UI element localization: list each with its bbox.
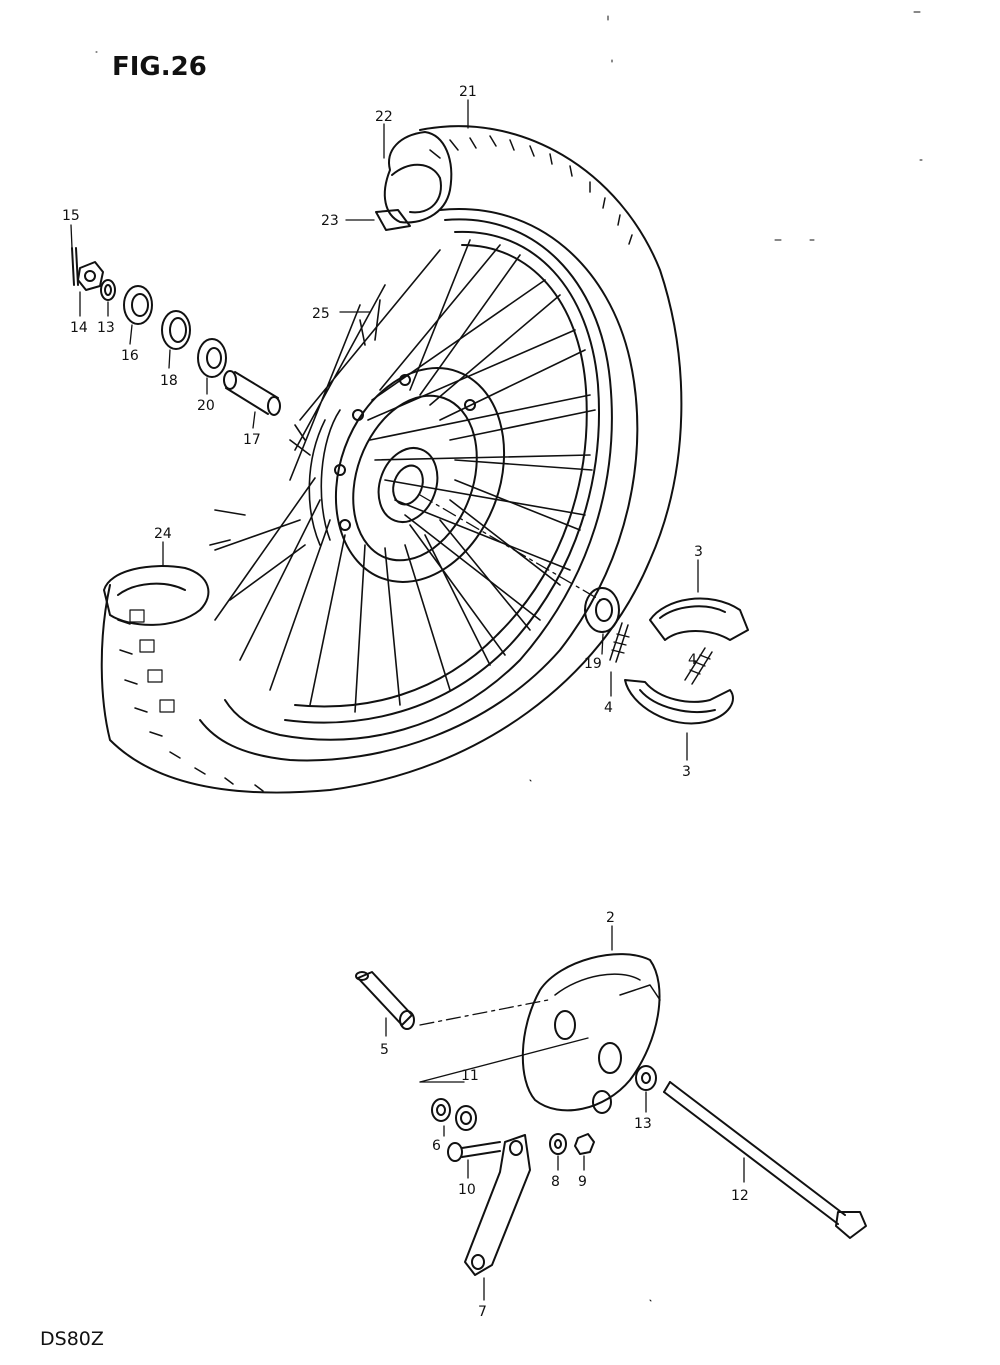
figure-title: FIG.26 <box>112 52 207 82</box>
scan-specks <box>95 11 923 1302</box>
callout-20: 20 <box>197 398 215 414</box>
spring-4a <box>609 622 630 663</box>
callout-18: 18 <box>160 373 178 389</box>
brake-cam-lever <box>464 1134 531 1276</box>
callout-16: 16 <box>121 348 139 364</box>
axle-nut <box>77 261 104 291</box>
oil-seal-18 <box>161 310 191 350</box>
bearing-20 <box>197 338 227 378</box>
nut-9 <box>574 1133 595 1155</box>
callout-25: 25 <box>312 306 330 322</box>
callout-10: 10 <box>458 1182 476 1198</box>
callout-2: 2 <box>606 910 615 926</box>
callout-8: 8 <box>551 1174 560 1190</box>
callout-6: 6 <box>432 1138 441 1154</box>
front-axle <box>663 1081 867 1239</box>
washer-13b <box>635 1065 657 1091</box>
bearing-19 <box>584 587 620 633</box>
callout-17: 17 <box>243 432 261 448</box>
spacer-16 <box>123 285 153 325</box>
callout-7: 7 <box>478 1304 487 1320</box>
callout-3a: 3 <box>694 544 703 560</box>
callout-22: 22 <box>375 109 393 125</box>
washer-11 <box>455 1105 477 1131</box>
callout-labels: 21 22 23 15 14 13 16 18 20 17 25 24 3 19… <box>62 84 749 1320</box>
callout-23: 23 <box>321 213 339 229</box>
bolt-10 <box>447 1141 501 1162</box>
callout-13b: 13 <box>634 1116 652 1132</box>
inner-tube-bottom <box>103 565 210 626</box>
brake-panel <box>521 953 661 1114</box>
callout-21: 21 <box>459 84 477 100</box>
spokes <box>209 239 596 713</box>
wheel-rim <box>224 218 613 741</box>
callout-4b: 4 <box>688 652 697 668</box>
tire <box>100 125 683 794</box>
washer-8 <box>549 1133 567 1155</box>
model-code: DS80Z <box>40 1328 104 1350</box>
callout-3b: 3 <box>682 764 691 780</box>
washer-13a <box>100 279 116 301</box>
spring-4b <box>684 647 713 685</box>
callout-13a: 13 <box>97 320 115 336</box>
callout-5: 5 <box>380 1042 389 1058</box>
wheel-hub <box>308 367 506 583</box>
seal-6 <box>431 1098 451 1122</box>
callout-4a: 4 <box>604 700 613 716</box>
axle-centerline <box>419 494 601 601</box>
brake-shoe-lower <box>624 679 734 725</box>
callout-12: 12 <box>731 1188 749 1204</box>
cam-shaft-centerline <box>419 999 549 1026</box>
rim-tape <box>375 209 411 231</box>
callout-15: 15 <box>62 208 80 224</box>
callout-24: 24 <box>154 526 172 542</box>
brake-shoe-upper <box>649 597 749 641</box>
spacer-17 <box>223 370 281 416</box>
callout-19: 19 <box>584 656 602 672</box>
callout-9: 9 <box>578 1174 587 1190</box>
inner-tube-top <box>383 131 453 224</box>
leader-lines <box>70 99 745 1301</box>
callout-14: 14 <box>70 320 88 336</box>
callout-11: 11 <box>461 1068 479 1084</box>
brake-cam-shaft <box>355 971 415 1030</box>
